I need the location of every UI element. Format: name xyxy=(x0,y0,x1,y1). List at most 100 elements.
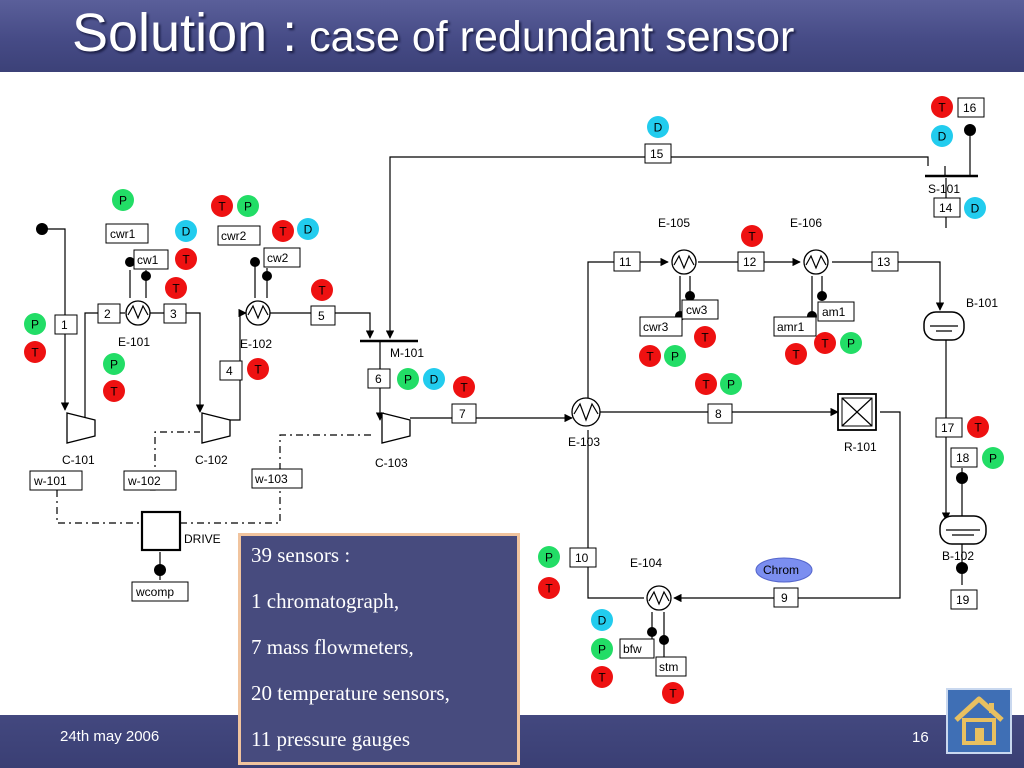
sensor-t: T xyxy=(211,195,233,217)
label-e-103: E-103 xyxy=(568,435,600,449)
label-e-105: E-105 xyxy=(658,216,690,230)
unit-labels: E-101 E-102 E-103 E-104 E-105 E-106 C-10… xyxy=(62,182,998,577)
sensor-d: D xyxy=(931,125,953,147)
exchanger-e-104 xyxy=(646,585,672,611)
sensor-t: T xyxy=(103,380,125,402)
sensor-t: T xyxy=(165,277,187,299)
svg-text:T: T xyxy=(110,385,118,399)
svg-text:D: D xyxy=(971,202,980,216)
home-icon xyxy=(954,696,1004,745)
sensor-d: D xyxy=(647,116,669,138)
connector-dots xyxy=(36,124,976,645)
work-lines xyxy=(56,431,372,524)
title-sub: case of redundant sensor xyxy=(297,13,795,61)
svg-text:D: D xyxy=(938,130,947,144)
label-b-101: B-101 xyxy=(966,296,998,310)
svg-text:T: T xyxy=(702,378,710,392)
svg-text:T: T xyxy=(254,363,262,377)
label-c-103: C-103 xyxy=(375,456,408,470)
equipment xyxy=(66,249,987,611)
svg-text:D: D xyxy=(598,614,607,628)
svg-text:D: D xyxy=(182,225,191,239)
svg-text:T: T xyxy=(669,687,677,701)
svg-text:P: P xyxy=(31,318,39,332)
label-e-106: E-106 xyxy=(790,216,822,230)
sensor-d: D xyxy=(297,218,319,240)
svg-text:P: P xyxy=(989,452,997,466)
exchanger-e-106 xyxy=(803,249,829,275)
sensor-t: T xyxy=(639,345,661,367)
svg-text:P: P xyxy=(244,200,252,214)
svg-text:T: T xyxy=(974,421,982,435)
svg-text:P: P xyxy=(671,350,679,364)
summary-line: 1 chromatograph, xyxy=(251,589,400,613)
svg-text:T: T xyxy=(182,253,190,267)
stream-16: 16 xyxy=(963,101,977,115)
utility-w-103: w-103 xyxy=(254,472,288,486)
svg-text:D: D xyxy=(304,223,313,237)
svg-text:P: P xyxy=(404,373,412,387)
compressor-c-103 xyxy=(381,412,411,444)
compressor-c-101 xyxy=(66,412,96,444)
sensor-t: T xyxy=(662,682,684,704)
sensor-p: P xyxy=(112,189,134,211)
summary-line: 7 mass flowmeters, xyxy=(251,635,414,659)
svg-text:P: P xyxy=(847,337,855,351)
label-r-101: R-101 xyxy=(844,440,877,454)
label-e-101: E-101 xyxy=(118,335,150,349)
stream-6: 6 xyxy=(375,372,382,386)
stream-5: 5 xyxy=(318,309,325,323)
summary-line: 20 temperature sensors, xyxy=(251,681,450,705)
sensor-t: T xyxy=(538,577,560,599)
sensor-t: T xyxy=(311,279,333,301)
svg-text:T: T xyxy=(646,350,654,364)
label-e-104: E-104 xyxy=(630,556,662,570)
svg-text:T: T xyxy=(821,337,829,351)
svg-text:T: T xyxy=(460,381,468,395)
sensor-t: T xyxy=(24,341,46,363)
utility-cw2: cw2 xyxy=(267,251,289,265)
svg-text:P: P xyxy=(110,358,118,372)
label-b-102: B-102 xyxy=(942,549,974,563)
sensor-d: D xyxy=(423,368,445,390)
stream-1: 1 xyxy=(61,318,68,332)
sensor-p: P xyxy=(982,447,1004,469)
stream-2: 2 xyxy=(104,307,111,321)
exchanger-e-105 xyxy=(671,249,697,275)
stream-10: 10 xyxy=(575,551,589,565)
utility-stm: stm xyxy=(659,660,678,674)
svg-text:T: T xyxy=(279,225,287,239)
stream-17: 17 xyxy=(941,421,955,435)
label-m-101: M-101 xyxy=(390,346,424,360)
sensor-p: P xyxy=(840,332,862,354)
svg-text:D: D xyxy=(430,373,439,387)
home-button[interactable] xyxy=(946,688,1012,754)
stream-4: 4 xyxy=(226,364,233,378)
stream-12: 12 xyxy=(743,255,757,269)
svg-text:D: D xyxy=(654,121,663,135)
utility-wcomp: wcomp xyxy=(135,585,174,599)
sensor-p: P xyxy=(24,313,46,335)
svg-text:T: T xyxy=(701,331,709,345)
sensor-p: P xyxy=(103,353,125,375)
title-main: Solution : xyxy=(72,3,298,63)
sensor-t: T xyxy=(247,358,269,380)
exchanger-e-103 xyxy=(571,397,601,427)
stream-labels: 1 2 3 4 5 6 7 8 9 10 11 12 13 14 15 16 1… xyxy=(54,97,985,610)
stream-9: 9 xyxy=(781,591,788,605)
sensor-d: D xyxy=(175,220,197,242)
sensor-t: T xyxy=(175,248,197,270)
sensor-t: T xyxy=(695,373,717,395)
utility-am1: am1 xyxy=(822,305,846,319)
svg-text:T: T xyxy=(938,101,946,115)
utility-cwr1: cwr1 xyxy=(110,227,136,241)
svg-text:T: T xyxy=(31,346,39,360)
label-chrom: Chrom xyxy=(763,563,799,577)
svg-text:T: T xyxy=(318,284,326,298)
summary-line: 11 pressure gauges xyxy=(251,727,411,751)
svg-text:P: P xyxy=(119,194,127,208)
sensor-d: D xyxy=(591,609,613,631)
utility-w-102: w-102 xyxy=(127,474,161,488)
stream-7: 7 xyxy=(459,407,466,421)
sensor-summary-box: 39 sensors : 1 chromatograph, 7 mass flo… xyxy=(238,533,520,765)
